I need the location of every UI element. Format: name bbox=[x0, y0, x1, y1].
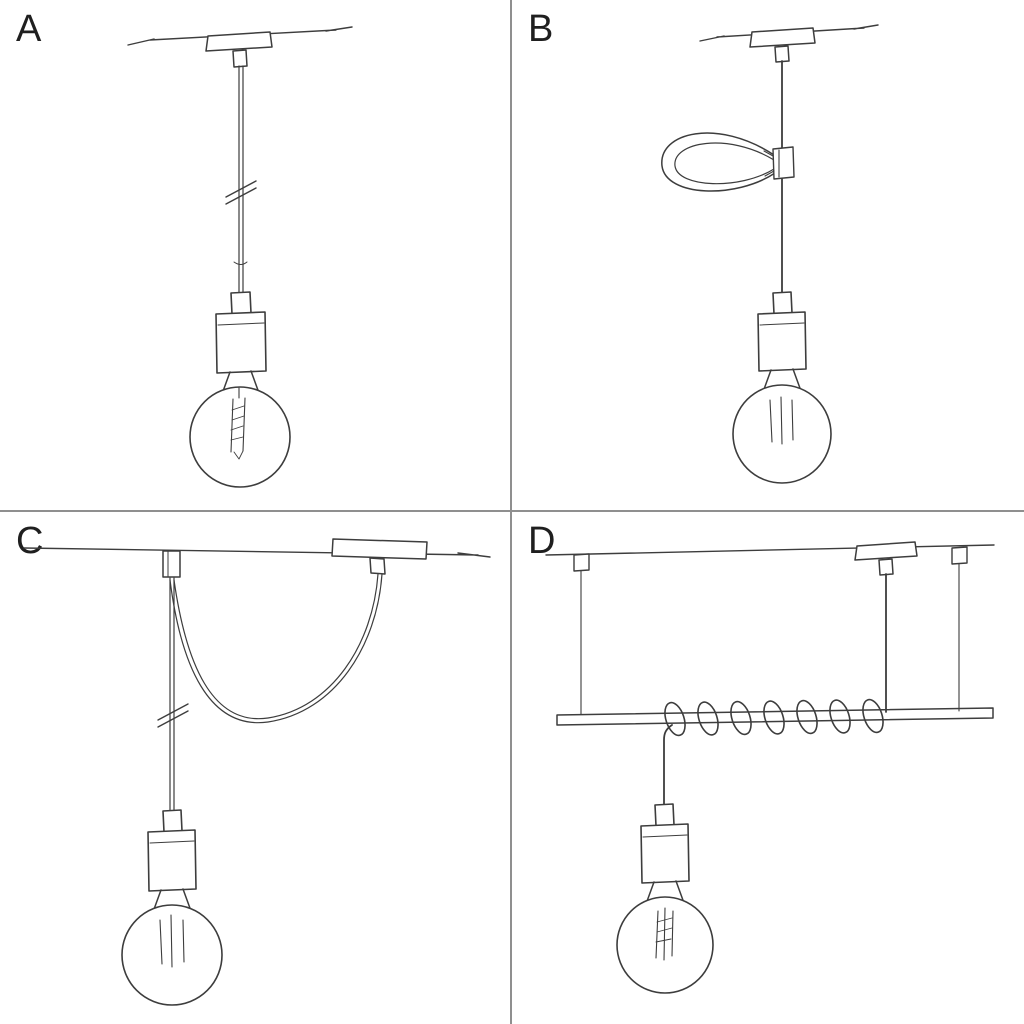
right-hanger-icon bbox=[951, 546, 968, 712]
ceiling-rose-icon bbox=[205, 31, 273, 68]
pendant-lamp-cable-loop-clip-icon bbox=[661, 24, 879, 484]
panel-a: A bbox=[0, 0, 512, 512]
ceiling-line bbox=[545, 544, 995, 556]
pendant-lamp-swag-cable-ceiling-hook-icon bbox=[23, 538, 491, 1006]
lamp-holder-icon bbox=[215, 291, 267, 374]
ceiling-hook-icon bbox=[162, 550, 181, 578]
left-hanger-icon bbox=[573, 553, 590, 715]
cable-line bbox=[238, 65, 244, 294]
panel-label-a: A bbox=[16, 8, 43, 50]
cable-line-lower bbox=[663, 724, 673, 806]
panel-c: C bbox=[0, 512, 512, 1024]
filament-icon bbox=[230, 387, 246, 460]
cable-loop-icon bbox=[661, 132, 776, 192]
filament-icon bbox=[769, 396, 794, 445]
panel-b: B bbox=[512, 0, 1024, 512]
lamp-holder-icon bbox=[147, 809, 197, 892]
filament-icon bbox=[159, 914, 185, 968]
ceiling-rose-icon bbox=[331, 538, 428, 575]
panel-label-b: B bbox=[528, 8, 555, 50]
lamp-holder-icon bbox=[757, 291, 807, 372]
ceiling-rose-icon bbox=[854, 541, 918, 576]
cable-twist-icon bbox=[233, 261, 248, 265]
cable-clip-icon bbox=[763, 146, 795, 180]
bulb-icon bbox=[616, 896, 714, 994]
swag-cable-line bbox=[169, 573, 383, 724]
suspension-bar bbox=[556, 707, 994, 726]
cable-coil-icon bbox=[664, 698, 884, 737]
pendant-lamp-straight-cable-icon bbox=[127, 26, 353, 488]
cable-line bbox=[169, 577, 175, 812]
cable-length-marker-icon bbox=[225, 180, 257, 205]
panel-d: D bbox=[512, 512, 1024, 1024]
grid-divider-horizontal bbox=[0, 510, 1024, 512]
filament-icon bbox=[655, 907, 674, 961]
ceiling-rose-icon bbox=[749, 27, 816, 63]
pendant-lamp-coiled-cable-suspension-bar-icon bbox=[545, 541, 995, 994]
cable-length-marker-icon bbox=[157, 703, 189, 728]
panel-label-c: C bbox=[16, 520, 45, 562]
grid-divider-vertical bbox=[510, 0, 512, 1024]
lamp-holder-icon bbox=[640, 803, 690, 884]
bulb-icon bbox=[189, 386, 291, 488]
